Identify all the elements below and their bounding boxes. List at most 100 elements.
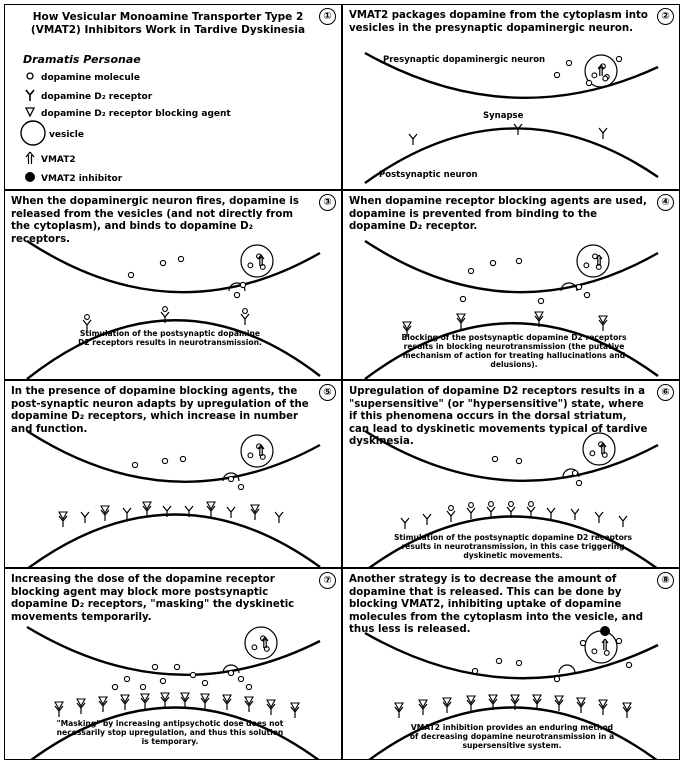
dopamine-molecule-icon: [571, 469, 579, 477]
receptor-icon: [162, 505, 172, 517]
postsynaptic-membrane: [26, 319, 321, 379]
diagram-title: How Vesicular Monoamine Transporter Type…: [30, 11, 306, 36]
dopamine-molecule-icon: [537, 297, 545, 305]
postsynaptic-membrane: [368, 706, 658, 759]
dopamine-molecule-icon: [247, 452, 254, 459]
dopamine-molecule-icon: [161, 457, 169, 465]
bound-dopamine-icon: [468, 502, 474, 508]
legend-label: dopamine D₂ receptor blocking agent: [41, 108, 231, 119]
synapse-scene-5: [26, 429, 321, 567]
receptor-icon: [400, 517, 410, 529]
blocking-agent-icon: [290, 702, 300, 712]
blocking-agent-icon: [98, 696, 108, 706]
dopamine-molecule-icon: [591, 72, 598, 79]
receptor-icon: [180, 696, 190, 708]
panel-2: VMAT2 packages dopamine from the cytopla…: [342, 4, 680, 190]
panel-caption: In the presence of dopamine blocking age…: [11, 386, 309, 435]
dopamine-molecule-icon: [173, 663, 181, 671]
dopamine-molecule-icon: [177, 255, 185, 263]
dopamine-molecule-icon: [515, 257, 523, 265]
dopamine-molecule-icon: [602, 75, 609, 82]
receptor-icon: [546, 507, 556, 519]
panel-8: Another strategy is to decrease the amou…: [342, 568, 680, 760]
panel-number: ⑤: [319, 384, 336, 401]
dopamine-molecule-icon: [239, 281, 247, 289]
receptor-icon: [513, 123, 523, 135]
presynaptic-membrane: [26, 429, 321, 483]
dopamine-molecule-icon: [233, 291, 241, 299]
synapse-scene-2: [364, 51, 659, 184]
vmat2-arrow-icon: [595, 254, 603, 266]
postsynaptic-membrane: [364, 322, 659, 379]
dopamine-molecule-icon: [131, 461, 139, 469]
panel-note: Blocking of the postsynaptic dopamine D2…: [401, 333, 627, 369]
receptor-icon: [120, 698, 130, 710]
dopamine-molecule-icon: [159, 259, 167, 267]
panel-6: Upregulation of dopamine D2 receptors re…: [342, 380, 680, 568]
legend-item-vmat2-inhibitor: VMAT2 inhibitor: [19, 171, 122, 186]
panel-note: Stimulation of the postsynaptic dopamine…: [393, 533, 633, 560]
dopamine-molecule-icon: [603, 650, 610, 656]
vesicle-icon: [584, 630, 618, 664]
receptor-icon: [570, 508, 580, 520]
receptor-icon: [184, 505, 194, 517]
vesicle-icon: [582, 432, 616, 466]
dopamine-molecule-icon: [575, 283, 583, 291]
receptor-icon: [54, 705, 64, 717]
vmat2-arrow-icon: [601, 638, 609, 650]
vesicle-icon: [19, 119, 49, 150]
panel-number: ④: [657, 194, 674, 211]
dopamine-molecule-icon: [489, 259, 497, 267]
blocking-agent-icon: [76, 698, 86, 708]
blocking-agent-icon: [534, 311, 544, 321]
panel-caption: VMAT2 packages dopamine from the cytopla…: [349, 10, 648, 34]
dopamine-molecule-icon: [237, 675, 245, 683]
receptor-icon: [19, 89, 41, 104]
receptor-icon: [506, 506, 516, 518]
dopamine-molecule-icon: [575, 479, 583, 487]
presynaptic-membrane: [364, 51, 659, 100]
legend-label: vesicle: [49, 129, 84, 140]
panel-note: VMAT2 inhibition provides an enduring me…: [409, 723, 615, 750]
blocking-agent-icon: [244, 696, 254, 706]
synapse-scene-8: [364, 626, 659, 759]
blocking-agent-icon: [58, 511, 68, 521]
receptor-icon: [532, 698, 542, 710]
legend-heading: Dramatis Personae: [23, 53, 141, 66]
receptor-icon: [122, 507, 132, 519]
blocking-agent-icon: [120, 694, 130, 704]
dopamine-molecule-icon: [579, 639, 587, 647]
receptor-icon: [622, 706, 632, 718]
vesicle-icon: [576, 244, 610, 278]
receptor-icon: [244, 700, 254, 712]
presynaptic-membrane: [26, 625, 321, 676]
dopamine-molecule-icon: [227, 475, 235, 483]
receptor-icon: [200, 697, 210, 709]
presynaptic-membrane: [26, 239, 321, 294]
receptor-icon: [80, 511, 90, 523]
panel-5: In the presence of dopamine blocking age…: [4, 380, 342, 568]
postsynaptic-label: Postsynaptic neuron: [379, 170, 478, 180]
vesicle-icon: [240, 244, 274, 278]
dopamine-molecule-icon: [553, 675, 561, 683]
dopamine-molecule-icon: [19, 71, 41, 84]
receptor-icon: [142, 505, 152, 517]
panel-caption: When dopamine receptor blocking agents a…: [349, 196, 647, 232]
receptor-icon: [598, 703, 608, 715]
receptor-icon: [222, 698, 232, 710]
receptor-icon: [594, 511, 604, 523]
blocking-agent-icon: [140, 693, 150, 703]
receptor-icon: [446, 510, 456, 522]
receptor-icon: [160, 311, 170, 323]
legend-label: VMAT2: [41, 154, 76, 165]
receptor-icon: [290, 706, 300, 718]
receptor-icon: [618, 515, 628, 527]
blocking-agent-icon: [622, 702, 632, 712]
blocking-agent-icon: [160, 692, 170, 702]
blocking-agent-icon: [200, 693, 210, 703]
receptor-icon: [100, 509, 110, 521]
blocking-agent-icon: [442, 697, 452, 707]
receptor-icon: [488, 698, 498, 710]
receptor-icon: [534, 315, 544, 327]
panel-4: When dopamine receptor blocking agents a…: [342, 190, 680, 380]
